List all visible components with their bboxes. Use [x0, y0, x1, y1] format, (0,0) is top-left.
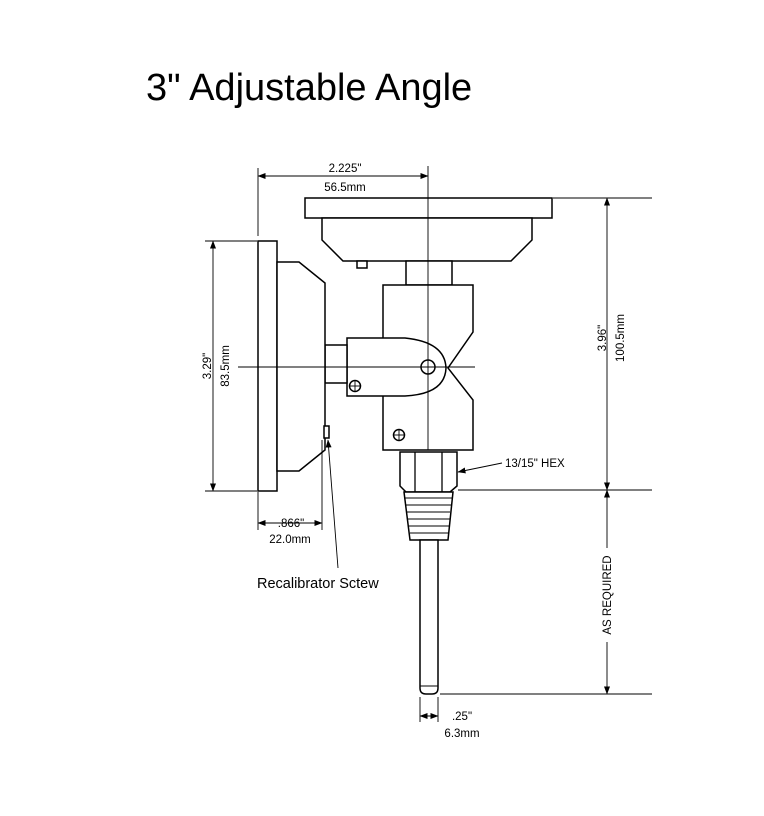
top-recal-tab	[356, 260, 368, 269]
dial-height-in-label: 3.29"	[202, 353, 214, 379]
hinge-body	[324, 284, 474, 451]
stem-dia-in-label: .25"	[452, 711, 472, 723]
center-lines	[238, 166, 475, 450]
threaded-fitting	[403, 491, 454, 541]
side-depth-mm-label: 22.0mm	[269, 534, 311, 546]
dim-top-width: 2.225" 56.5mm	[257, 163, 429, 236]
top-width-mm-label: 56.5mm	[324, 182, 366, 194]
stem-length-label: AS REQUIRED	[602, 555, 614, 634]
side-dial-case	[276, 261, 326, 472]
side-depth-in-label: .866"	[278, 518, 304, 530]
page-title: 3" Adjustable Angle	[146, 67, 472, 109]
dim-dial-height: 3.29" 83.5mm	[202, 240, 257, 492]
dim-side-depth: .866" 22.0mm	[257, 440, 323, 546]
thread-outline	[403, 491, 454, 541]
top-neck	[405, 260, 453, 286]
recalibrator-label: Recalibrator Sctew	[257, 576, 379, 592]
hex-outline	[399, 451, 458, 493]
top-dial-bezel	[304, 197, 553, 219]
dial-height-mm-label: 83.5mm	[220, 345, 232, 387]
total-height-in-label: 3.96"	[597, 325, 609, 351]
top-width-in-label: 2.225"	[329, 163, 362, 175]
stem	[419, 539, 439, 695]
callout-recalibrator: Recalibrator Sctew	[257, 439, 379, 592]
hex-nut	[399, 451, 458, 493]
hex-label: 13/15" HEX	[505, 458, 565, 470]
total-height-mm-label: 100.5mm	[615, 314, 627, 362]
side-dial-view	[257, 240, 330, 492]
top-dial-view	[304, 197, 553, 286]
stem-dia-mm-label: 6.3mm	[444, 728, 479, 740]
dial-mount-collar	[324, 344, 348, 384]
dim-total-height: 3.96" 100.5mm	[458, 197, 652, 491]
side-dial-bezel	[257, 240, 278, 492]
top-dial-case	[321, 217, 533, 262]
recalibrator-screw	[323, 425, 330, 439]
dim-stem-diameter: .25" 6.3mm	[419, 697, 480, 740]
dim-stem-length: AS REQUIRED	[440, 489, 652, 695]
callout-hex: 13/15" HEX	[457, 458, 565, 474]
